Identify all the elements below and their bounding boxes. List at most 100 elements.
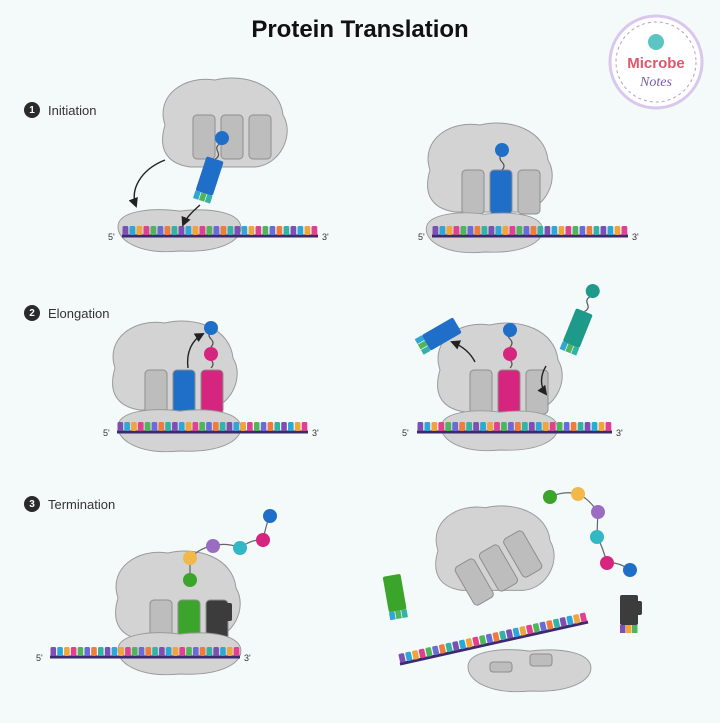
anticodon bbox=[626, 625, 632, 633]
nucleotide bbox=[247, 422, 253, 431]
nucleotide bbox=[515, 422, 521, 431]
three-prime-label: 3' bbox=[632, 232, 639, 242]
nucleotide bbox=[556, 422, 563, 431]
nucleotide bbox=[276, 226, 283, 235]
ribosome-site bbox=[144, 369, 168, 415]
nucleotide bbox=[220, 226, 227, 235]
nucleotide bbox=[405, 651, 413, 662]
nucleotide bbox=[432, 645, 440, 656]
nucleotide bbox=[501, 422, 507, 431]
three-prime-label: 3' bbox=[322, 232, 329, 242]
five-prime-label: 5' bbox=[402, 428, 409, 438]
nucleotide bbox=[227, 226, 234, 235]
ribosome-site bbox=[517, 169, 541, 215]
anticodon bbox=[198, 192, 207, 202]
nucleotide bbox=[165, 422, 171, 431]
nucleotide bbox=[111, 647, 118, 656]
amino-acid-icon bbox=[495, 143, 509, 157]
nucleotide bbox=[255, 226, 262, 235]
five-prime-label: 5' bbox=[108, 232, 115, 242]
arrow-icon bbox=[450, 340, 476, 363]
nucleotide bbox=[495, 226, 502, 235]
nucleotide bbox=[125, 647, 131, 656]
nucleotide bbox=[572, 226, 579, 235]
five-prime-label: 5' bbox=[36, 653, 43, 663]
nucleotide bbox=[577, 422, 584, 431]
logo-line1: Microbe bbox=[627, 55, 685, 72]
nucleotide bbox=[452, 641, 460, 651]
amino-acid-icon bbox=[503, 323, 517, 337]
step-termination: 3 Termination bbox=[24, 496, 115, 512]
nucleotide bbox=[521, 422, 528, 431]
ribosome-site bbox=[469, 369, 493, 415]
ribosome-site bbox=[248, 114, 272, 160]
amino-acid-icon bbox=[543, 490, 557, 504]
linker bbox=[584, 296, 591, 313]
nucleotide bbox=[91, 647, 97, 656]
amino-acid-icon bbox=[204, 347, 218, 361]
nucleotide bbox=[185, 226, 192, 235]
amino-acid-icon bbox=[204, 321, 218, 335]
ribosome-small-subunit bbox=[467, 649, 592, 693]
nucleotide bbox=[459, 422, 466, 431]
nucleotide bbox=[206, 226, 213, 235]
nucleotide bbox=[77, 647, 84, 656]
nucleotide bbox=[240, 422, 246, 431]
ribosome-sites bbox=[144, 369, 224, 415]
nucleotide bbox=[117, 422, 124, 431]
nucleotide bbox=[586, 226, 593, 235]
nucleotide bbox=[213, 647, 219, 656]
amino-acid-icon bbox=[590, 530, 604, 544]
nucleotide bbox=[549, 422, 556, 431]
amino-acid-icon bbox=[585, 284, 600, 299]
trna-body bbox=[196, 156, 224, 196]
nucleotide bbox=[509, 226, 516, 235]
ribosome-site bbox=[172, 369, 196, 415]
arrow-icon bbox=[128, 159, 166, 208]
three-prime-label: 3' bbox=[616, 428, 623, 438]
ribosome-site bbox=[461, 169, 485, 215]
arrow-icon bbox=[537, 365, 548, 396]
nucleotide bbox=[502, 226, 509, 235]
ribosome-site bbox=[489, 169, 513, 215]
nucleotide bbox=[124, 422, 130, 431]
step-label: Termination bbox=[48, 496, 116, 512]
nucleotide bbox=[226, 422, 233, 431]
anticodon bbox=[632, 625, 638, 633]
ribosome-sites bbox=[192, 114, 272, 160]
amino-acid-icon bbox=[623, 563, 637, 577]
nucleotide bbox=[537, 226, 544, 235]
nucleotide bbox=[185, 422, 192, 431]
nucleotide bbox=[539, 621, 547, 632]
nucleotide bbox=[453, 226, 460, 235]
nucleotide bbox=[621, 226, 628, 235]
nucleotide bbox=[591, 422, 598, 431]
nucleotide bbox=[150, 226, 157, 235]
nucleotide bbox=[283, 226, 290, 235]
nucleotide bbox=[445, 422, 452, 431]
nucleotide bbox=[485, 633, 493, 644]
nucleotide bbox=[418, 648, 426, 659]
step-number-badge: 1 bbox=[24, 102, 40, 118]
nucleotide bbox=[438, 422, 445, 431]
ribosome-sites bbox=[469, 369, 549, 415]
nucleotide bbox=[593, 226, 600, 235]
trna-icon bbox=[559, 284, 600, 356]
nucleotide bbox=[614, 226, 621, 235]
nucleotide bbox=[474, 226, 481, 235]
ribosome-site bbox=[478, 544, 519, 592]
linker bbox=[214, 143, 221, 160]
nucleotide bbox=[64, 647, 70, 656]
nucleotide bbox=[226, 647, 233, 656]
nucleotide bbox=[424, 422, 431, 431]
nucleotide bbox=[487, 422, 493, 431]
nucleotide bbox=[171, 226, 178, 235]
nucleotide bbox=[158, 422, 165, 431]
nucleotide bbox=[579, 612, 587, 623]
nucleotide bbox=[290, 226, 297, 235]
nucleotide bbox=[535, 422, 542, 431]
nucleotide bbox=[192, 422, 199, 431]
nucleotide bbox=[178, 226, 185, 235]
nucleotide bbox=[472, 636, 480, 647]
